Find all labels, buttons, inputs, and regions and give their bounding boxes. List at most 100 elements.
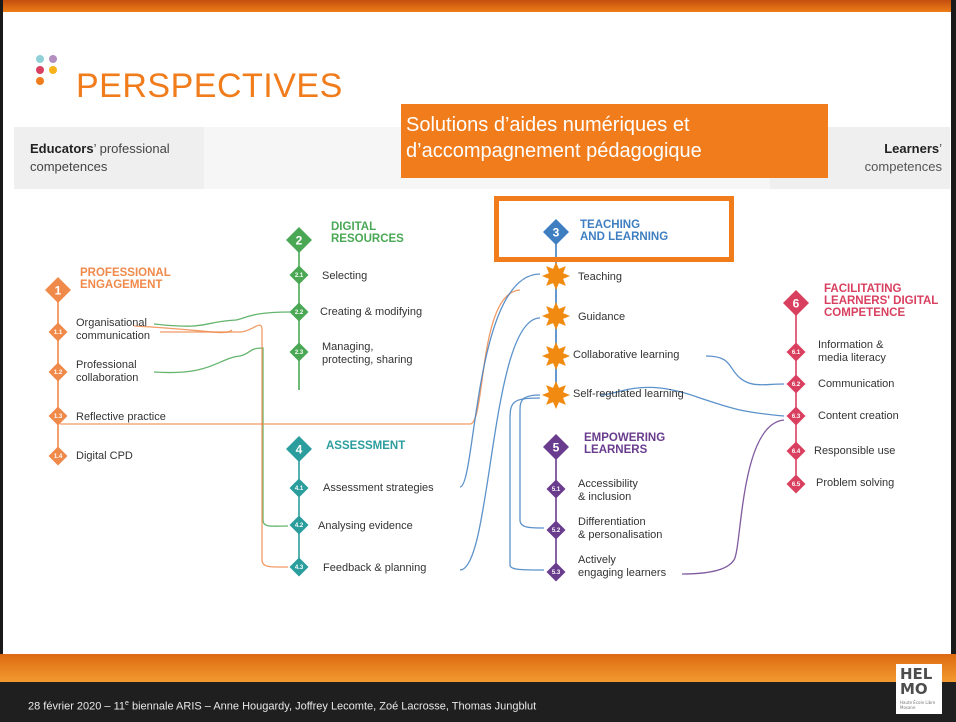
area-4-title: ASSESSMENT [326, 440, 405, 452]
item-4.2-label: Analysing evidence [318, 520, 413, 532]
logo-line1: HEL [900, 665, 933, 683]
connector-curve [599, 386, 785, 417]
item-5.2-label-line: Differentiation [578, 516, 646, 528]
connector-curve [153, 311, 291, 327]
item-2.3-diamond-number: 2.3 [295, 350, 304, 356]
footer-accent-bar [0, 654, 956, 682]
educators-bold: Educators [30, 141, 94, 156]
item-6.5-diamond [786, 474, 806, 494]
connector-curve [705, 355, 785, 386]
item-1.4-label: Digital CPD [76, 450, 133, 462]
item-2.2-label: Creating & modifying [320, 306, 422, 318]
item-5.3-diamond-number: 5.3 [552, 570, 561, 576]
item-6.2-label-line: Communication [818, 378, 894, 390]
area-2-title-line: RESOURCES [331, 233, 404, 245]
item-6.1-diamond-number: 6.1 [792, 350, 801, 356]
item-2.1-diamond-number: 2.1 [295, 273, 304, 279]
slide-border-right [951, 0, 956, 722]
footer-bar [0, 682, 956, 722]
callout-line1: Solutions d’aides numériques et [406, 114, 690, 136]
item-1.3-label: Reflective practice [76, 411, 166, 423]
callout-box: Solutions d’aides numériques et d’accomp… [401, 104, 828, 178]
item-1.2-diamond-number: 1.2 [54, 370, 63, 376]
item-6.3-diamond-number: 6.3 [792, 414, 801, 420]
connector-curve [459, 317, 541, 571]
learners-label: Learners’ competences [865, 140, 942, 176]
educators-rest: ’ professional [93, 141, 170, 156]
learners-bold: Learners [884, 141, 940, 156]
slide-title: PERSPECTIVES [76, 67, 343, 105]
item-5.1-diamond-number: 5.1 [552, 487, 561, 493]
educators-label: Educators’ professional competences [30, 140, 170, 176]
connector-curve [459, 273, 541, 488]
item-1.1-diamond-number: 1.1 [54, 330, 63, 336]
item-4.3-label-line: Feedback & planning [323, 562, 426, 574]
item-5.3-label-line: Actively [578, 554, 616, 566]
area-6-diamond [783, 290, 809, 316]
area-3-diamond-number: 3 [553, 225, 560, 239]
item-4.3-diamond [289, 557, 309, 577]
area-4-diamond-number: 4 [296, 442, 303, 456]
area-2-diamond [286, 227, 312, 253]
area-2-diamond-number: 2 [296, 233, 303, 247]
area-3-star-3.3 [542, 342, 570, 370]
item-2.1-label-line: Selecting [322, 270, 367, 282]
item-6.4-label-line: Responsible use [814, 445, 895, 457]
item-6.1-label-line: media literacy [818, 352, 886, 364]
item-4.2-diamond-number: 4.2 [295, 523, 304, 529]
item-1.2-label-line: Professional [76, 359, 137, 371]
item-5.1-label: Accessibility& inclusion [578, 478, 638, 503]
area-1-title-line: PROFESSIONAL [80, 267, 171, 279]
item-5.2-label: Differentiation& personalisation [578, 516, 662, 541]
area-1-title-line: ENGAGEMENT [80, 279, 162, 291]
item-1.1-label-line: communication [76, 330, 150, 342]
item-4.2-label-line: Analysing evidence [318, 520, 413, 532]
item-4.3-label: Feedback & planning [323, 562, 426, 574]
item-2.2-diamond [289, 302, 309, 322]
callout-line2: d’accompagnement pédagogique [406, 140, 702, 162]
area-3-star-3.1 [542, 262, 570, 290]
item-4.3-diamond-number: 4.3 [295, 565, 304, 571]
item-2.3-label-line: protecting, sharing [322, 354, 413, 366]
item-5.1-label-line: Accessibility [578, 478, 638, 490]
item-1.4-diamond-number: 1.4 [54, 454, 63, 460]
helmo-logo: HEL MO Haute École Libre Mosane [896, 664, 942, 714]
item-1.4-diamond [48, 446, 68, 466]
item-6.4-diamond-number: 6.4 [792, 449, 801, 455]
item-5.2-label-line: & personalisation [578, 529, 662, 541]
item-5.2-diamond-number: 5.2 [552, 528, 561, 534]
logo-small: Haute École Libre Mosane [900, 700, 936, 710]
item-6.3-label: Content creation [818, 410, 899, 422]
connector-curve [160, 324, 289, 568]
item-1.3-label-line: Reflective practice [76, 411, 166, 423]
item-6.1-diamond [786, 342, 806, 362]
connector-curve [519, 394, 545, 529]
item-4.2-diamond [289, 515, 309, 535]
footer-post: biennale ARIS – Anne Hougardy, Joffrey L… [128, 700, 537, 713]
item-4.1-diamond [289, 478, 309, 498]
item-1.3-diamond-number: 1.3 [54, 414, 63, 420]
educators-band [14, 127, 204, 189]
area-1-diamond-number: 1 [55, 283, 62, 297]
item-6.5-diamond-number: 6.5 [792, 482, 801, 488]
connector-curve [60, 289, 521, 425]
item-6.3-label-line: Content creation [818, 410, 899, 422]
learners-line2: competences [864, 159, 942, 174]
footer-text: 28 février 2020 – 11e biennale ARIS – An… [28, 700, 536, 713]
area-2-title-line: DIGITAL [331, 221, 376, 233]
item-5.1-diamond [546, 479, 566, 499]
item-4.1-label-line: Assessment strategies [323, 482, 434, 494]
item-1.1-diamond [48, 322, 68, 342]
area-1-diamond [45, 277, 71, 303]
item-3.4-label-line: Self-regulated learning [573, 388, 684, 400]
item-6.1-label-line: Information & [818, 339, 884, 351]
item-5.1-label-line: & inclusion [578, 491, 631, 503]
item-6.2-label: Communication [818, 378, 894, 390]
area-5-title-line: EMPOWERING [584, 432, 665, 444]
